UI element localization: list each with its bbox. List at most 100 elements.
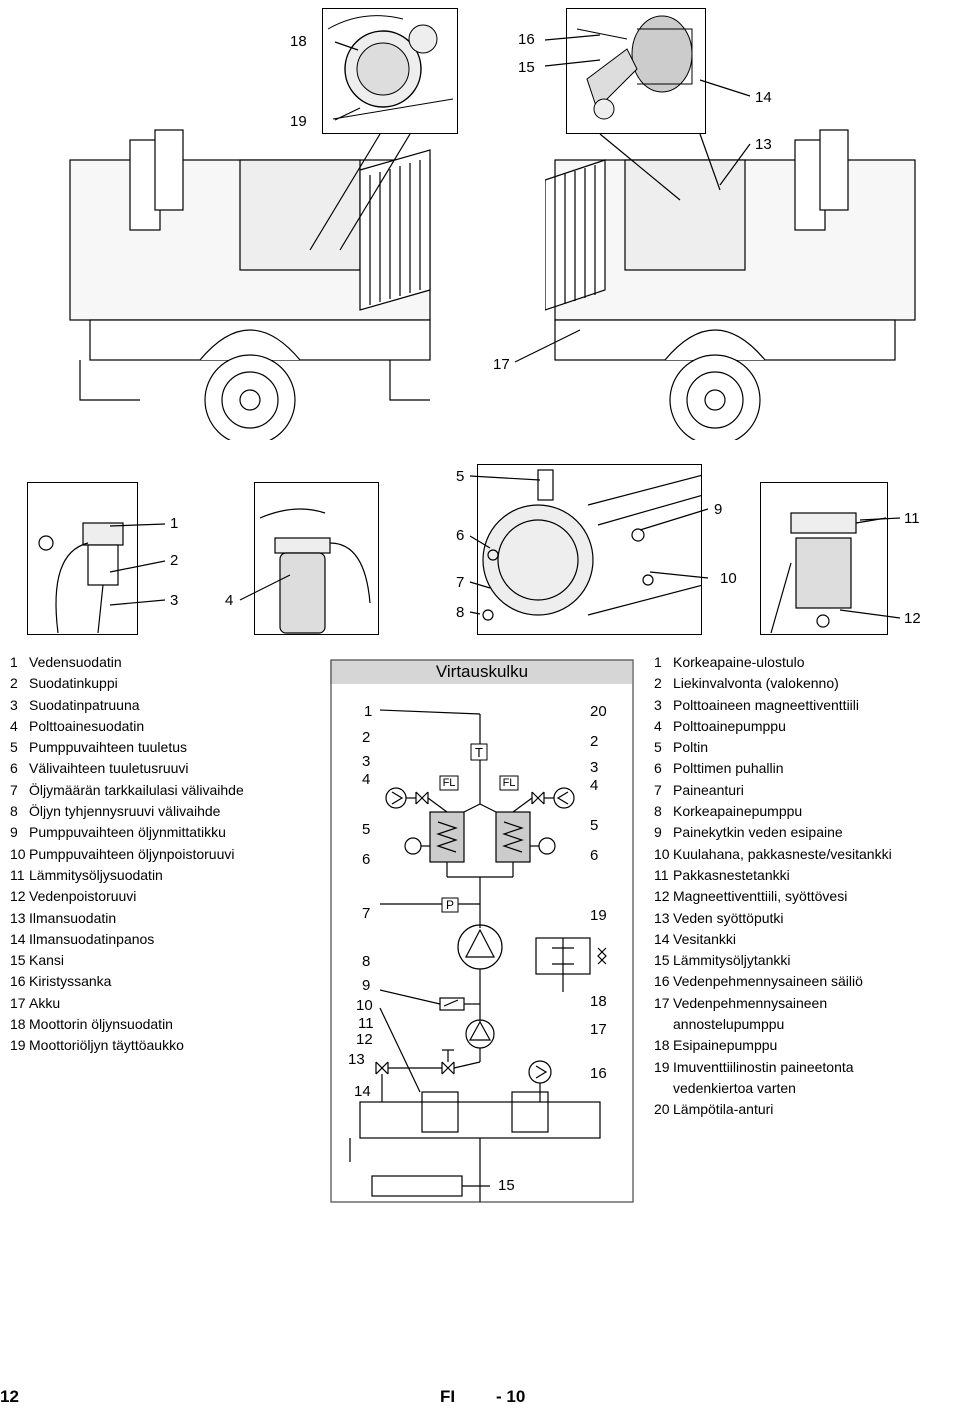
callout-mid-7: 7 [456,574,465,591]
water-filter-drawing [38,522,124,634]
diagram-num-r3: 3 [590,759,599,776]
diagram-num-19: 19 [590,907,607,924]
p-label: P [445,898,454,912]
diagram-title: Virtauskulku [435,662,529,681]
diagram-num-4: 4 [362,771,371,788]
callout-mid-1: 1 [170,515,179,532]
page-number: 12 [0,1387,19,1406]
top-leader-lines [309,34,751,363]
diagram-num-18: 18 [590,993,607,1010]
callout-mid-10: 10 [720,570,737,587]
fl-label-left: FL [442,777,456,789]
diagram-num-6: 6 [362,851,371,868]
heating-oil-filter-drawing [770,512,887,634]
t-label: T [475,745,483,760]
detail-leader-lines [109,475,901,619]
detail-oil-filter-frame [322,8,458,134]
callout-mid-2: 2 [170,552,179,569]
language-code: FI [440,1387,456,1406]
water-filter-frame [27,482,138,635]
callout-mid-8: 8 [456,604,465,621]
diagram-num-13: 13 [348,1051,365,1068]
callout-mid-6: 6 [456,527,465,544]
fuel-filter-frame [254,482,379,635]
flow-diagram-svg [330,659,634,1203]
callout-13: 13 [755,136,772,153]
air-filter-drawing [576,15,693,120]
diagram-num-12: 12 [356,1031,373,1048]
callout-16: 16 [518,31,535,48]
diagram-num-15: 15 [498,1177,515,1194]
callout-15: 15 [518,59,535,76]
diagram-num-8: 8 [362,953,371,970]
callout-mid-4: 4 [225,592,234,609]
fl-label-right: FL [502,777,516,789]
diagram-num-2: 2 [362,729,371,746]
callout-14: 14 [755,89,772,106]
callout-19: 19 [290,113,307,130]
callout-mid-5: 5 [456,468,465,485]
diagram-num-r6: 6 [590,847,599,864]
diagram-num-10: 10 [356,997,373,1014]
diagram-num-r5: 5 [590,817,599,834]
gearbox-frame [477,464,702,635]
callout-18: 18 [290,33,307,50]
callout-mid-11: 11 [904,510,920,527]
detail-section: 1 2 3 4 5 6 7 8 9 10 11 12 [0,460,960,640]
page-sub-number: - 10 [496,1387,526,1406]
diagram-num-r2: 2 [590,733,599,750]
diagram-num-9: 9 [362,977,371,994]
diagram-num-16: 16 [590,1065,607,1082]
callout-mid-9: 9 [714,501,723,518]
top-illustration: 18 19 16 15 14 13 17 [0,0,960,470]
fuel-filter-drawing [259,508,371,634]
diagram-num-1: 1 [364,703,373,720]
left-machine-drawing [69,129,431,440]
right-machine-drawing [545,129,916,440]
detail-air-filter-frame [566,8,706,134]
flow-diagram: Virtauskulku FL FL T P 1 2 3 4 5 6 7 8 9… [330,652,634,1204]
callout-mid-12: 12 [904,610,921,627]
heating-oil-filter-frame [760,482,888,635]
diagram-num-r4: 4 [590,777,599,794]
diagram-num-14: 14 [354,1083,371,1100]
